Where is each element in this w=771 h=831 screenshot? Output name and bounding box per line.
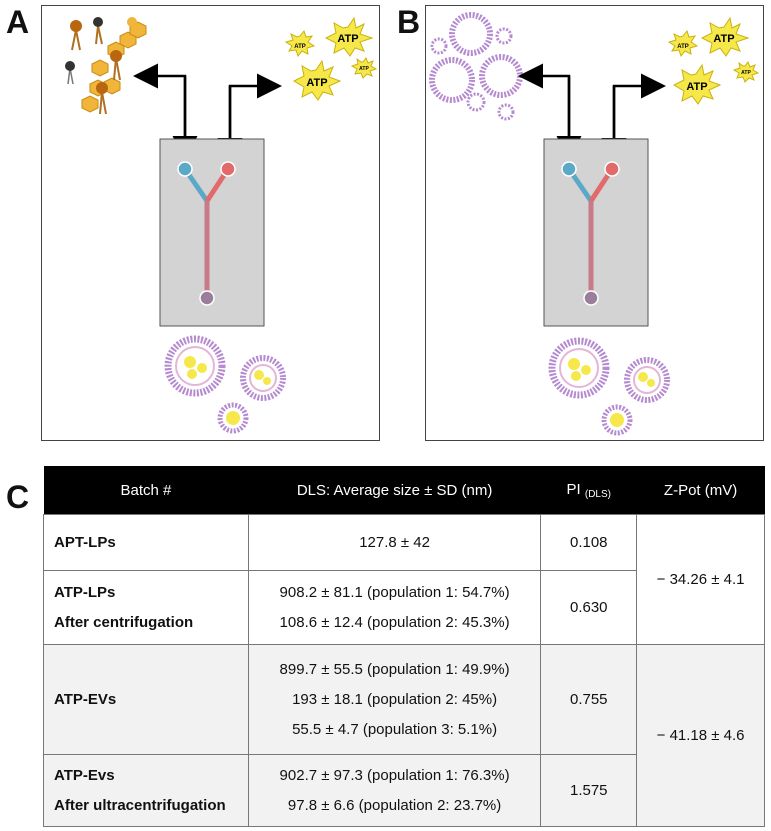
dls-value: 55.5 ± 4.7 (population 3: 5.1%) bbox=[292, 720, 498, 738]
flow-arrows bbox=[133, 63, 282, 163]
dls-value: 97.8 ± 6.6 (population 2: 23.7%) bbox=[287, 796, 502, 814]
batch-name-cell: ATP-EVs bbox=[43, 644, 249, 755]
atp-label: ATP bbox=[294, 44, 306, 50]
panel-label-a: A bbox=[6, 4, 30, 40]
inlet-lipid-icon bbox=[177, 161, 193, 177]
pi-cell: 0.630 bbox=[540, 570, 638, 645]
batch-name-cell: APT-LPs bbox=[43, 514, 249, 571]
batch-name: ATP-Evs bbox=[54, 766, 115, 784]
batch-name: ATP-EVs bbox=[54, 690, 117, 708]
zpot-cell: − 34.26 ± 4.1 bbox=[636, 514, 765, 645]
outlet-icon bbox=[199, 290, 215, 306]
pi-cell: 0.108 bbox=[540, 514, 638, 571]
header-pi: PI (DLS) bbox=[540, 466, 637, 515]
atp-label: ATP bbox=[337, 33, 358, 45]
header-zpot: Z-Pot (mV) bbox=[636, 466, 765, 515]
panel-label-c: C bbox=[6, 479, 30, 515]
panel-a-frame: ATP ATP ATP ATP bbox=[41, 5, 380, 441]
dls-value: 127.8 ± 42 bbox=[359, 533, 430, 551]
inlet-atp-icon bbox=[220, 161, 236, 177]
dls-value: 899.7 ± 55.5 (population 1: 49.9%) bbox=[279, 660, 510, 678]
lipid-cluster-icon bbox=[65, 17, 147, 115]
header-batch: Batch # bbox=[43, 466, 249, 515]
header-pi-subscript: (DLS) bbox=[584, 488, 611, 500]
panel-b-frame: ATP ATP ATP ATP bbox=[425, 5, 764, 441]
dls-value: 902.7 ± 97.3 (population 1: 76.3%) bbox=[279, 766, 510, 784]
microfluidic-chip bbox=[543, 138, 649, 327]
outlet-icon bbox=[583, 290, 599, 306]
header-dls: DLS: Average size ± SD (nm) bbox=[248, 466, 541, 515]
table-row: ATP-Evs After ultracentrifugation 902.7 … bbox=[43, 754, 765, 827]
table-row: ATP-LPs After centrifugation 908.2 ± 81.… bbox=[43, 570, 765, 645]
batch-name-cell: ATP-Evs After ultracentrifugation bbox=[43, 754, 249, 827]
panel-label-b: B bbox=[397, 4, 421, 40]
characterization-table: Batch # DLS: Average size ± SD (nm) PI (… bbox=[43, 466, 765, 827]
table-row: ATP-EVs 899.7 ± 55.5 (population 1: 49.9… bbox=[43, 644, 765, 827]
inlet-atp-icon bbox=[604, 161, 620, 177]
batch-name: APT-LPs bbox=[54, 533, 116, 551]
atp-molecules-icon: ATP ATP ATP ATP bbox=[284, 16, 378, 101]
dls-cell: 899.7 ± 55.5 (population 1: 49.9%) 193 ±… bbox=[247, 644, 542, 755]
atp-label: ATP bbox=[686, 81, 707, 93]
atp-label: ATP bbox=[306, 77, 327, 89]
batch-name-sub: After centrifugation bbox=[54, 613, 194, 631]
extracellular-vesicles-icon bbox=[429, 12, 523, 121]
dls-value: 193 ± 18.1 (population 2: 45%) bbox=[292, 690, 498, 708]
dls-cell: 902.7 ± 97.3 (population 1: 76.3%) 97.8 … bbox=[247, 754, 542, 827]
header-pi-label: PI bbox=[566, 480, 581, 498]
dls-cell: 908.2 ± 81.1 (population 1: 54.7%) 108.6… bbox=[247, 570, 542, 645]
atp-loaded-evs-icon bbox=[548, 337, 670, 436]
atp-label: ATP bbox=[677, 44, 689, 50]
table-header-row: Batch # DLS: Average size ± SD (nm) PI (… bbox=[43, 466, 765, 515]
dls-value: 908.2 ± 81.1 (population 1: 54.7%) bbox=[279, 583, 510, 601]
atp-label: ATP bbox=[359, 66, 369, 72]
atp-molecules-icon: ATP ATP ATP ATP bbox=[667, 16, 760, 105]
microfluidic-chip bbox=[159, 138, 265, 327]
atp-label: ATP bbox=[741, 70, 751, 76]
atp-loaded-liposomes-icon bbox=[164, 335, 286, 434]
panel-a-illustration: ATP ATP ATP ATP bbox=[65, 16, 378, 434]
batch-name: ATP-LPs bbox=[54, 583, 116, 601]
inlet-ev-icon bbox=[561, 161, 577, 177]
dls-cell: 127.8 ± 42 bbox=[247, 514, 542, 571]
zpot-cell: − 41.18 ± 4.6 bbox=[636, 644, 765, 827]
pi-cell: 0.755 bbox=[540, 644, 638, 755]
batch-name-cell: ATP-LPs After centrifugation bbox=[43, 570, 249, 645]
pi-cell: 1.575 bbox=[540, 754, 638, 827]
batch-name-sub: After ultracentrifugation bbox=[54, 796, 226, 814]
dls-value: 108.6 ± 12.4 (population 2: 45.3%) bbox=[279, 613, 510, 631]
atp-label: ATP bbox=[713, 33, 734, 45]
table-row: APT-LPs 127.8 ± 42 0.108 − 34.26 ± 4.1 bbox=[43, 514, 765, 645]
panel-b-illustration: ATP ATP ATP ATP bbox=[429, 12, 760, 436]
